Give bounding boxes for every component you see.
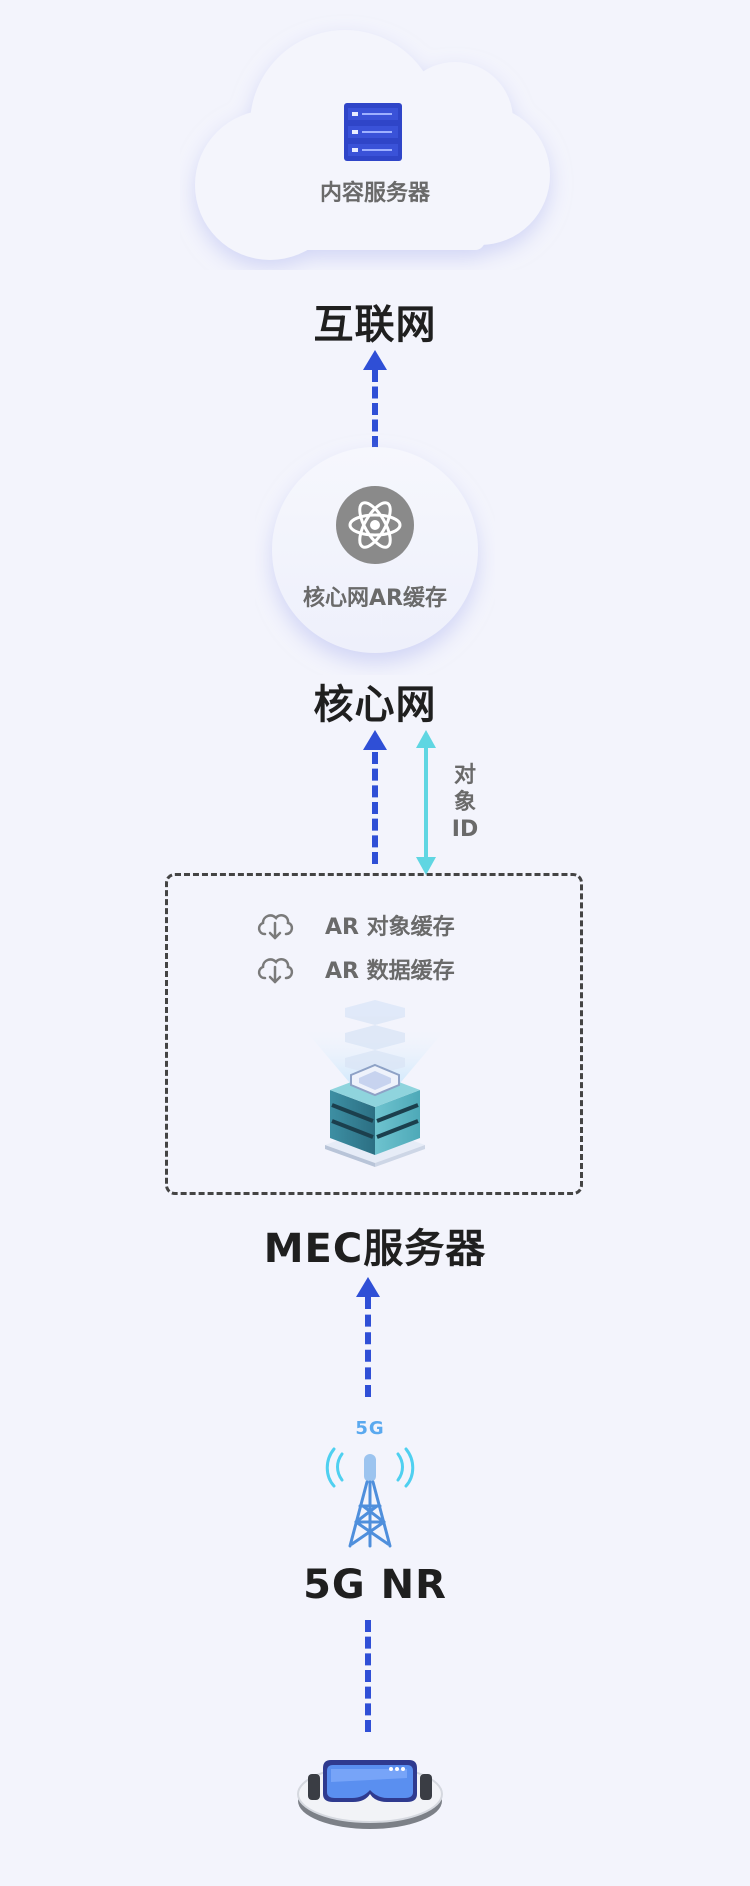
- object-id-char-3: ID: [451, 817, 479, 842]
- core-cache-label: 核心网AR缓存: [303, 586, 447, 611]
- content-server-label: 内容服务器: [319, 181, 430, 206]
- ar-data-cache-label: AR 数据缓存: [325, 959, 455, 984]
- arrow-up-core: [363, 730, 387, 750]
- object-id-double-arrow: [416, 730, 436, 875]
- 5g-badge: 5G: [355, 1418, 385, 1439]
- internet-label: 互联网: [313, 302, 437, 348]
- 5g-nr-label: 5G NR: [303, 1562, 447, 1608]
- mec-server-label: MEC服务器: [263, 1226, 487, 1272]
- ar-object-cache-label: AR 对象缓存: [325, 915, 455, 940]
- core-network-label: 核心网: [313, 682, 437, 728]
- cloud-shape: [195, 30, 550, 260]
- dashed-line-core: [372, 752, 378, 864]
- atom-icon: [336, 486, 414, 564]
- cloud-download-icon: [257, 958, 294, 984]
- server-icon: [344, 103, 402, 161]
- dashed-line-vr: [365, 1620, 371, 1732]
- cloud-download-icon: [257, 914, 294, 940]
- arrow-up-mec: [356, 1277, 380, 1297]
- mec-server-icon: [305, 1000, 445, 1167]
- arrow-up-internet: [363, 350, 387, 370]
- object-id-char-1: 对: [453, 763, 476, 788]
- ar-data-cache-row: AR 数据缓存: [255, 954, 455, 984]
- vr-headset-icon: [297, 1760, 443, 1829]
- dashed-line-internet: [372, 370, 378, 448]
- ar-object-cache-row: AR 对象缓存: [255, 910, 455, 940]
- dashed-line-mec: [365, 1297, 371, 1397]
- object-id-label: 对 象 ID: [450, 762, 480, 843]
- object-id-char-2: 象: [453, 790, 476, 815]
- mec-box: [165, 873, 583, 1195]
- tower-5g-icon: [325, 1447, 415, 1548]
